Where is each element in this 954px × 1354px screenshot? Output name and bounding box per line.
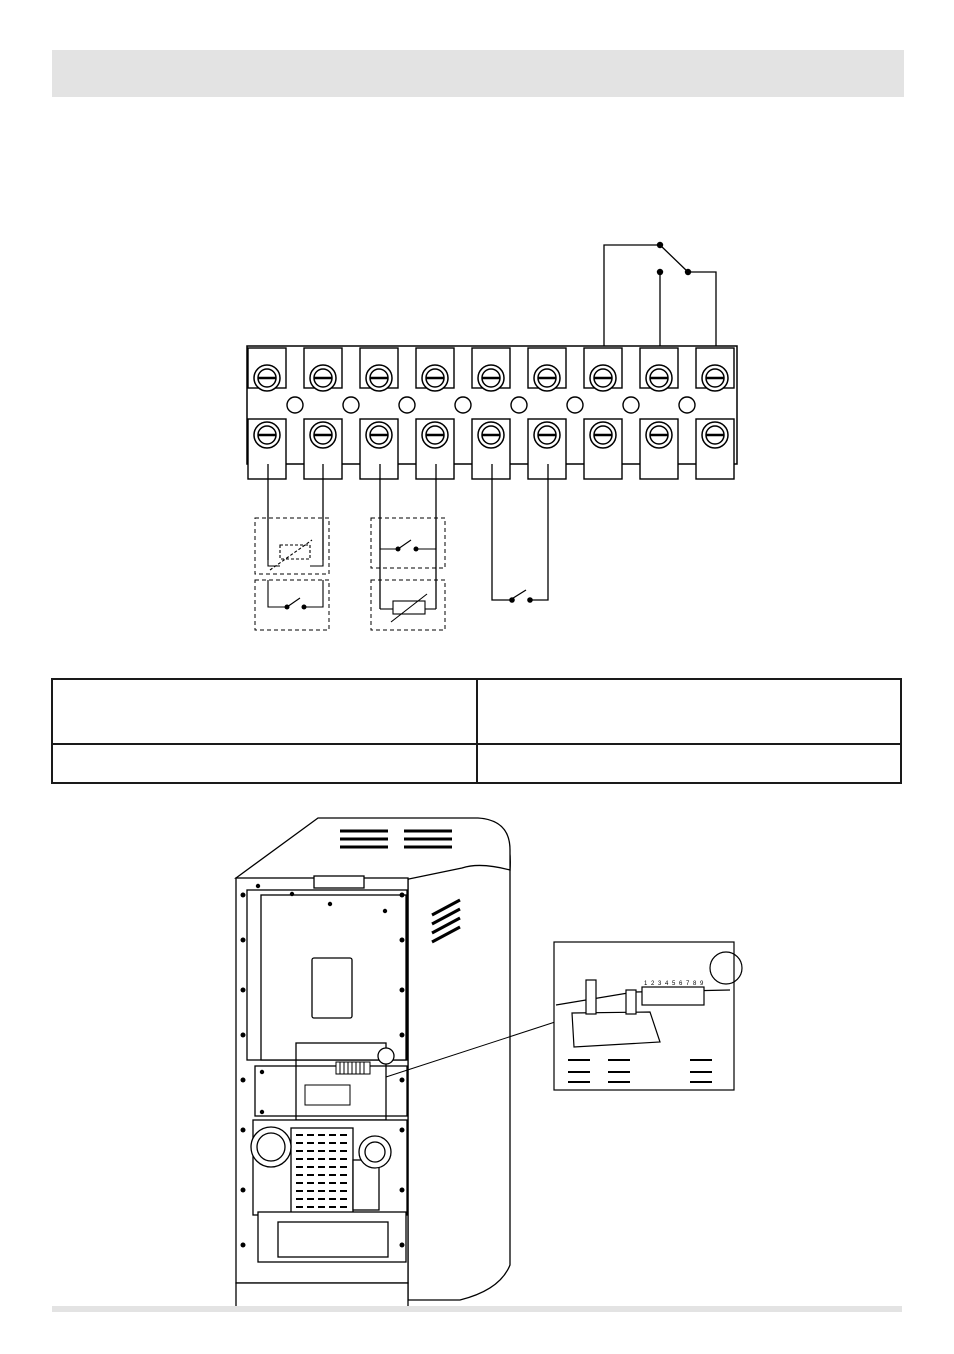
component-boxes <box>254 517 446 631</box>
detail-terminal-number: 8 <box>693 981 697 987</box>
detail-terminal-number: 4 <box>665 981 669 987</box>
table-cell <box>51 743 478 784</box>
detail-slots <box>568 1059 712 1083</box>
wiring-diagram <box>246 241 738 631</box>
detail-terminal-number: 6 <box>679 981 683 987</box>
terminal-mount-hole <box>454 396 472 414</box>
side-panel <box>407 834 511 1301</box>
terminal-mount-hole <box>398 396 416 414</box>
terminal-housing <box>247 418 287 480</box>
footer-band <box>52 1306 902 1312</box>
table-cell <box>475 678 902 745</box>
table-row <box>51 743 902 784</box>
detail-terminal-number: 1 <box>644 981 648 987</box>
side-vent-slots <box>431 898 461 944</box>
callout-line <box>385 1021 556 1078</box>
component-symbols <box>267 530 437 623</box>
thermal-switch-box <box>254 579 330 631</box>
info-table <box>51 678 902 784</box>
detail-terminal-number: 2 <box>651 981 655 987</box>
screws <box>240 883 405 1248</box>
ntc-sensor-box <box>370 579 446 631</box>
terminal-mount-hole <box>566 396 584 414</box>
header-band <box>52 50 904 97</box>
table-row <box>51 678 902 745</box>
table-cell <box>475 743 902 784</box>
detail-terminal-number: 3 <box>658 981 662 987</box>
terminal-mount-hole <box>342 396 360 414</box>
terminal-mount-hole <box>510 396 528 414</box>
terminals <box>247 347 735 480</box>
grille-slots <box>296 1134 347 1208</box>
inspection-window <box>311 957 353 1019</box>
terminal-mount-hole <box>678 396 696 414</box>
room-thermostat-box <box>370 517 446 569</box>
detail-terminal-number: 7 <box>686 981 690 987</box>
detail-terminal-number: 5 <box>672 981 676 987</box>
terminal-mount-hole <box>286 396 304 414</box>
pressure-switch-box <box>254 517 330 575</box>
detail-zoom <box>553 941 743 1091</box>
detail-terminal-number: 9 <box>700 981 704 987</box>
detail-terminal-block <box>641 986 705 1006</box>
pressure-gauge <box>377 1047 395 1065</box>
top-cover <box>234 817 511 881</box>
terminal-mount-hole <box>622 396 640 414</box>
table-cell <box>51 678 478 745</box>
top-vent-slots <box>340 829 452 849</box>
